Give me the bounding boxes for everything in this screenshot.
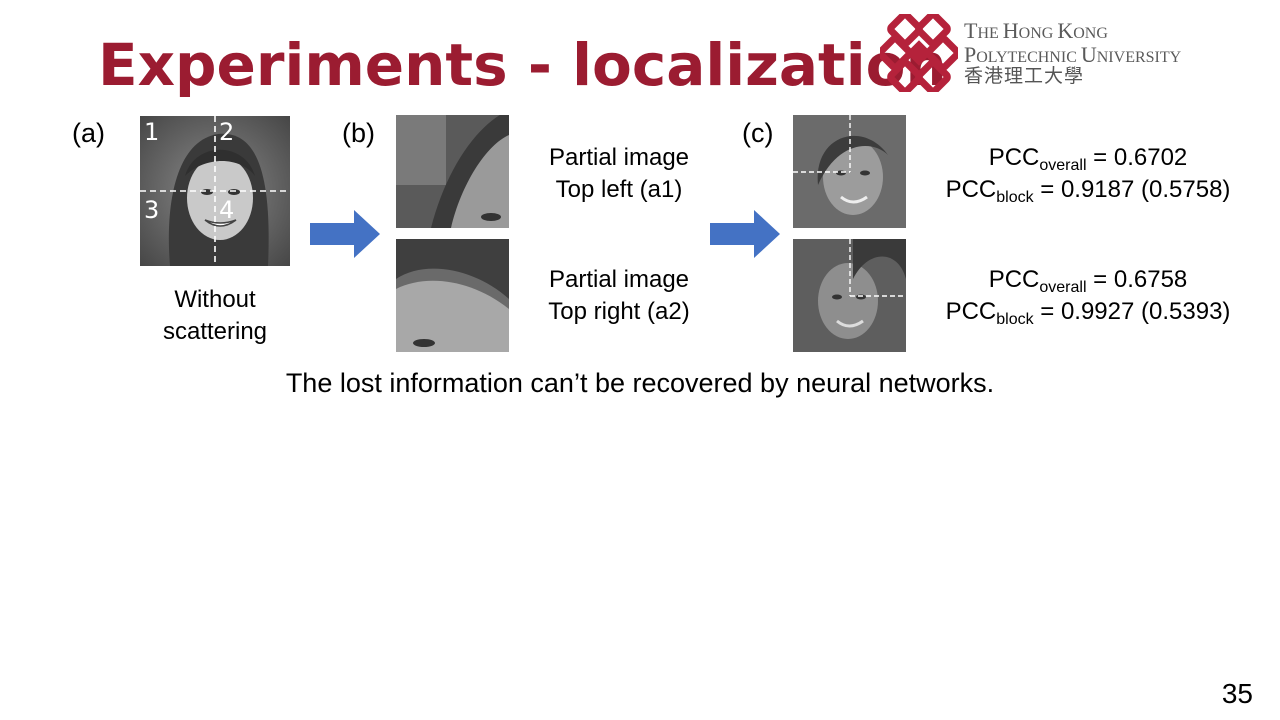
quadrant-number-2: 2 bbox=[219, 118, 235, 146]
panel-b-label: (b) bbox=[342, 118, 375, 148]
arrow-right-icon bbox=[310, 210, 380, 258]
partial-image-top-right bbox=[396, 239, 509, 352]
university-name-line1: THE HONG KONG bbox=[964, 18, 1108, 43]
panel-b-caption-1: Partial image Top left (a1) bbox=[548, 144, 690, 203]
panel-b-caption-2: Partial image Top right (a2) bbox=[548, 266, 690, 325]
arrow-right-icon bbox=[710, 210, 780, 258]
reconstructed-image-top-left bbox=[793, 115, 906, 228]
quadrant-number-4: 4 bbox=[219, 196, 235, 224]
conclusion-text: The lost information can’t be recovered … bbox=[285, 368, 995, 398]
quadrant-number-3: 3 bbox=[144, 196, 160, 224]
face-image-full: 1 2 3 4 bbox=[140, 116, 290, 266]
pcc-block-1: PCCblock = 0.9187 (0.5758) bbox=[945, 176, 1231, 206]
partial-image-top-left bbox=[396, 115, 509, 228]
page-number: 35 bbox=[1221, 678, 1253, 709]
pcc-overall-1: PCCoverall = 0.6702 bbox=[988, 144, 1188, 174]
quadrant-number-1: 1 bbox=[144, 118, 160, 146]
panel-a-label: (a) bbox=[72, 118, 105, 148]
polyu-emblem-icon bbox=[880, 14, 958, 92]
pcc-overall-2: PCCoverall = 0.6758 bbox=[988, 266, 1188, 296]
slide-title: Experiments - localization bbox=[98, 31, 947, 99]
university-name-chinese: 香港理工大學 bbox=[964, 65, 1085, 87]
panel-c-label: (c) bbox=[742, 118, 774, 148]
pcc-block-2: PCCblock = 0.9927 (0.5393) bbox=[945, 298, 1231, 328]
university-logo: THE HONG KONG POLYTECHNIC UNIVERSITY 香港理… bbox=[880, 14, 1272, 94]
panel-a-caption: Without scattering bbox=[162, 286, 268, 345]
university-name-line2: POLYTECHNIC UNIVERSITY bbox=[964, 42, 1182, 67]
reconstructed-image-top-right bbox=[793, 239, 906, 352]
